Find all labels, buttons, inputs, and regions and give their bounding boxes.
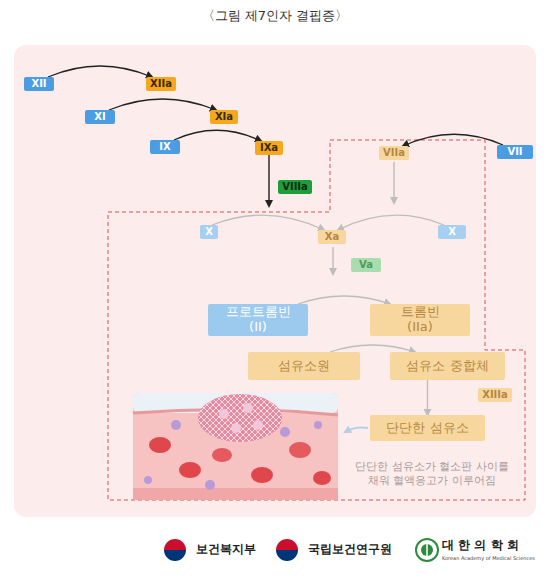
red-cell: [251, 467, 273, 483]
activation-arrow: [332, 247, 333, 274]
conversion-arrow: [338, 215, 444, 230]
factor-label: Va: [359, 259, 373, 271]
factor-box: IXa: [255, 141, 283, 155]
emblem-mark: [426, 542, 428, 558]
taegeuk-blue: [276, 550, 298, 561]
factor-label: (IIa): [407, 320, 433, 335]
taegeuk-red: [164, 539, 186, 550]
red-cell: [179, 462, 201, 478]
platelet: [231, 423, 241, 433]
factor-box: XIIIa: [478, 388, 512, 402]
conversion-arrow: [298, 296, 390, 304]
factor-label: VIIa: [383, 147, 405, 159]
factor-label: XI: [94, 111, 105, 123]
conversion-arrow: [330, 345, 415, 352]
factor-box: VII: [497, 145, 533, 159]
conversion-arrow: [174, 130, 261, 141]
factor-label: 트롬빈: [401, 305, 440, 320]
dashed-region: [108, 140, 525, 500]
activation-arrow: [393, 162, 394, 203]
logo-text: 국립보건연구원: [308, 542, 408, 557]
academy-emblem: [416, 539, 438, 561]
conversion-arrow: [427, 380, 428, 415]
factor-box: 섬유소원: [248, 352, 360, 380]
institute-logo: [276, 539, 298, 561]
vessel-wall: [133, 488, 338, 500]
factor-box: IX: [150, 140, 180, 154]
factor-label: VIIIa: [282, 181, 308, 193]
conversion-arrow: [48, 66, 152, 77]
taegeuk-blue: [164, 550, 186, 561]
factor-box: Va: [351, 258, 381, 272]
conversion-arrow: [403, 134, 503, 146]
factor-box: 섬유소 중합체: [390, 352, 505, 380]
factor-box: 단단한 섬유소: [370, 415, 485, 441]
factor-label: X: [205, 226, 213, 238]
red-cell: [212, 448, 232, 462]
factor-label: 섬유소 중합체: [406, 359, 488, 374]
factor-label: (II): [249, 320, 267, 335]
factor-label: XIa: [215, 111, 233, 123]
factor-box: XI: [85, 110, 115, 124]
factor-label: XII: [31, 78, 46, 90]
factor-label: 프로트롬빈: [226, 305, 291, 320]
diagram-title: 〈그림 제7인자 결핍증〉: [0, 8, 550, 24]
red-cell: [149, 437, 171, 453]
note-text: 단단한 섬유소가 혈소판 사이를 채워 혈액응고가 이루어짐: [352, 460, 512, 488]
factor-label: Xa: [325, 231, 339, 243]
logo-text: Korean Academy of Medical Sciences: [442, 555, 542, 561]
factor-box: XII: [24, 77, 54, 91]
factor-box: X: [200, 225, 218, 239]
conversion-arrow: [109, 99, 216, 110]
ministry-logo: [164, 539, 186, 561]
emblem-ring: [416, 539, 438, 561]
logo-text: 보건복지부: [196, 542, 276, 557]
factor-label: IX: [159, 141, 170, 153]
factor-box: Xa: [318, 230, 346, 244]
fibrin-mesh: [198, 394, 282, 442]
activation-arrow: [268, 150, 269, 206]
factor-box: VIIa: [379, 146, 409, 160]
factor-label: X: [448, 226, 456, 238]
red-cell: [313, 471, 331, 485]
factor-box: X: [438, 225, 466, 239]
factor-label: IXa: [260, 142, 278, 154]
platelet: [253, 420, 263, 430]
vessel-illustration: [133, 393, 338, 500]
red-cell: [289, 442, 311, 458]
factor-box: XIIa: [146, 77, 176, 91]
platelet: [205, 480, 215, 490]
factor-box: VIIIa: [278, 180, 312, 194]
taegeuk-red: [276, 539, 298, 550]
platelet: [144, 476, 152, 484]
factor-label: 섬유소원: [278, 359, 330, 374]
pointer-arrow: [345, 428, 368, 433]
factor-label: XIIa: [150, 78, 172, 90]
background-panel: [14, 45, 536, 517]
conversion-arrow: [212, 215, 324, 230]
factor-label: 단단한 섬유소: [386, 421, 468, 436]
platelet: [219, 409, 229, 419]
factor-label: XIIIa: [482, 389, 508, 401]
vessel-lumen: [133, 393, 338, 500]
platelet: [314, 421, 322, 429]
logo-text: 대 한 의 학 회: [442, 538, 542, 553]
factor-box: 트롬빈(IIa): [370, 304, 470, 336]
platelet: [243, 403, 253, 413]
factor-box: XIa: [210, 110, 238, 124]
platelet: [171, 420, 181, 430]
platelet: [280, 427, 290, 437]
clot: [198, 394, 282, 442]
factor-box: 프로트롬빈(II): [208, 304, 308, 336]
factor-label: VII: [507, 146, 522, 158]
